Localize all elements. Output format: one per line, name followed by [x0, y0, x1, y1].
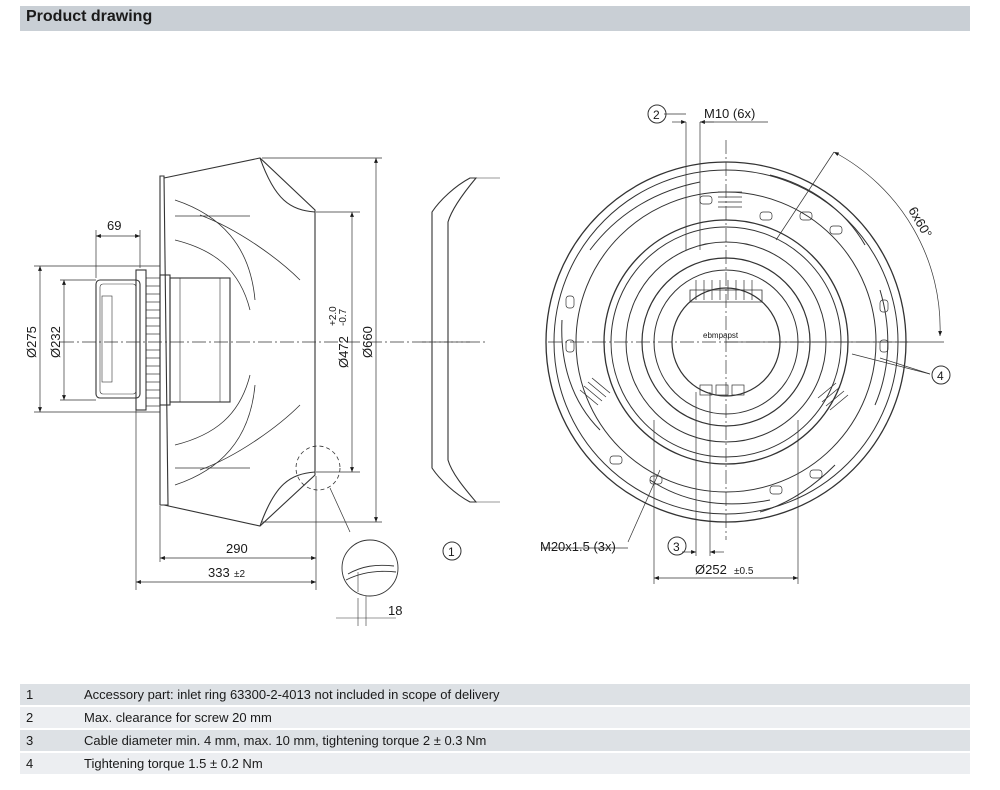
notes-table: 1 Accessory part: inlet ring 63300-2-401…: [20, 684, 970, 776]
callout-4: 4: [931, 365, 951, 385]
dim-333-tol: ±2: [234, 569, 245, 580]
dim-472-tol-minus: -0.7: [338, 308, 349, 326]
product-drawing: 69 Ø275 Ø232 Ø472 +2.0 -0.7 Ø660 290 333…: [24, 104, 951, 626]
side-view-dimensions: [34, 157, 382, 590]
callout-2-label: 2: [653, 108, 660, 122]
brand-logo: ebmpapst: [703, 331, 739, 340]
dim-69: 69: [107, 218, 121, 233]
table-row: 3 Cable diameter min. 4 mm, max. 10 mm, …: [20, 729, 970, 753]
note-text: Tightening torque 1.5 ± 0.2 Nm: [78, 752, 970, 776]
dim-m10: M10 (6x): [704, 106, 755, 121]
note-number: 4: [20, 752, 78, 776]
side-view: [60, 157, 470, 533]
detail-view: [336, 539, 399, 626]
callout-3-label: 3: [673, 540, 680, 554]
dim-472: Ø472: [336, 336, 351, 368]
note-text: Cable diameter min. 4 mm, max. 10 mm, ti…: [78, 729, 970, 753]
callout-1: 1: [442, 541, 462, 561]
note-number: 2: [20, 706, 78, 730]
dim-m20: M20x1.5 (3x): [540, 539, 616, 554]
dim-232: Ø232: [48, 326, 63, 358]
side-view-labels: 69 Ø275 Ø232 Ø472 +2.0 -0.7 Ø660 290 333…: [24, 218, 375, 580]
table-row: 1 Accessory part: inlet ring 63300-2-401…: [20, 684, 970, 707]
dim-333: 333: [208, 565, 230, 580]
dim-660: Ø660: [360, 326, 375, 358]
section-title: Product drawing: [26, 8, 153, 25]
front-view: [545, 140, 908, 540]
table-row: 4 Tightening torque 1.5 ± 0.2 Nm: [20, 752, 970, 776]
note-number: 1: [20, 684, 78, 707]
dim-18: 18: [388, 603, 402, 618]
callout-4-label: 4: [937, 369, 944, 383]
dim-472-tol-plus: +2.0: [328, 306, 339, 326]
callout-1-label: 1: [448, 545, 455, 559]
dim-290: 290: [226, 541, 248, 556]
note-number: 3: [20, 729, 78, 753]
section-header: Product drawing: [20, 6, 970, 31]
front-view-dimensions: [542, 113, 944, 584]
dim-275: Ø275: [24, 326, 39, 358]
note-text: Accessory part: inlet ring 63300-2-4013 …: [78, 684, 970, 707]
table-row: 2 Max. clearance for screw 20 mm: [20, 706, 970, 730]
dim-252-tol: ±0.5: [734, 566, 754, 577]
inlet-ring: [422, 177, 500, 503]
callout-3: 3: [667, 536, 687, 556]
note-text: Max. clearance for screw 20 mm: [78, 706, 970, 730]
callout-2: 2: [647, 104, 667, 124]
dim-252: Ø252: [695, 562, 727, 577]
